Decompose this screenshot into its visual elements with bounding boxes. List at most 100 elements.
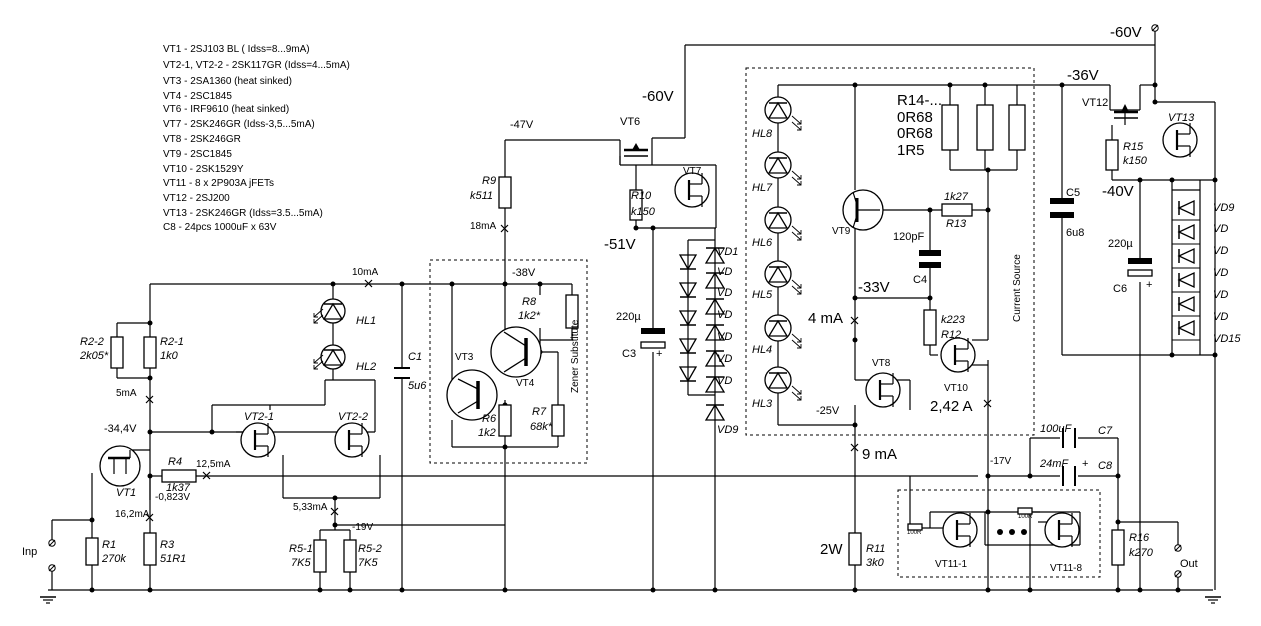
r2-1-resistor [143,336,157,369]
part-ref: VT2-1 [244,411,274,423]
part-value: 68k* [530,421,553,433]
zener-substitute-label: Zener Substitute [570,319,581,393]
part-value: 100R [1018,514,1033,520]
leds [313,96,802,401]
legend-line: VT12 - 2SJ200 [163,193,230,204]
part-ref: C4 [913,274,927,286]
part-ref: HL6 [752,237,773,249]
r15-resistor [1105,139,1119,171]
hl2-led [313,344,346,370]
hl1-led [313,298,346,324]
part-value: 1R5 [897,142,925,159]
current-label: 9 mA [862,446,897,463]
current-markers [145,224,992,522]
c3-plate [641,328,665,334]
r10-resistor [629,189,643,221]
r8-resistor [565,294,579,329]
legend-line: VT3 - 2SA1360 (heat sinked) [163,76,292,87]
part-ref: VD [717,266,732,278]
vt7-jfet [673,171,711,209]
diodes [679,200,1200,421]
r14-resistor-1 [941,104,959,151]
part-ref: VT11-8 [1050,563,1082,574]
part-value: 24mF [1039,458,1069,470]
rail-label: -0,823V [155,492,190,503]
part-ref: R12 [941,329,961,341]
part-ref: R5-1 [289,543,313,555]
labels: -60V -60V -47V -51V -38V -36V -40V -33V … [22,24,1241,574]
c5-plate [1050,198,1074,204]
part-ref: R2-1 [160,336,184,348]
rail-label: -25V [816,405,840,417]
current-label: 12,5mA [196,459,231,470]
part-ref: VT9 [832,226,851,237]
part-value: 1k0 [160,350,179,362]
part-value: k150 [631,206,656,218]
hl4-led [764,314,802,349]
part-ref: VT7 [683,166,702,177]
r5-1-resistor [313,539,327,573]
current-label: 5mA [116,388,137,399]
part-ref: R4 [168,456,182,468]
part-ref: VT10 [944,383,968,394]
polarity-mark: + [656,348,662,360]
part-ref: VD [1213,311,1228,323]
part-ref: R11 [866,543,885,555]
part-ref: VT12 [1082,97,1108,109]
part-ref: VD [717,375,732,387]
part-ref: R2-2 [80,336,104,348]
input-ground-terminal [48,564,56,572]
vt4-bjt [490,326,542,378]
r5-2-resistor [343,539,357,573]
part-ref: VT8 [872,358,891,369]
part-ref: R13 [946,218,967,230]
part-ref: R5-2 [358,543,382,555]
part-ref: R1 [102,539,116,551]
rail-label: -34,4V [104,423,137,435]
polarity-mark: + [1082,458,1088,470]
part-ref: VD9 [717,424,738,436]
hl5-led [764,260,802,295]
output-ground-terminal [1174,570,1182,578]
resistors [85,104,1125,573]
current-label: 5,33mA [293,502,328,513]
vt3-bjt [446,369,498,421]
vt11-array-box [897,489,1101,578]
input-label: Inp [22,546,37,558]
r4-resistor [161,469,197,483]
part-ref: R3 [160,539,175,551]
r6-resistor [498,404,512,437]
part-ref: R16 [1129,532,1150,544]
part-value: 7K5 [358,557,378,569]
current-source-label: Current Source [1012,254,1023,322]
r14-resistor-3 [1008,104,1026,151]
vt8-jfet [864,371,902,409]
c4-plate [919,250,941,256]
r14-resistor-2 [976,104,994,151]
part-ref: C1 [408,351,422,363]
legend-line: VT8 - 2SK246GR [163,134,241,145]
part-value: 1k2 [478,427,496,439]
part-ref: VD1 [717,246,738,258]
part-ref: HL1 [356,315,376,327]
part-ref: C8 [1098,460,1113,472]
legend-line: VT4 - 2SC1845 [163,91,232,102]
part-value: k150 [1123,155,1148,167]
part-value: 51R1 [160,553,186,565]
legend-line: VT1 - 2SJ103 BL ( Idss=8...9mA) [163,44,310,55]
legend-line: VT13 - 2SK246GR (Idss=3.5...5mA) [163,208,323,219]
r12-resistor [923,309,937,346]
part-value: 270k [101,553,126,565]
vt11-1-jfet [941,511,979,549]
part-power: 2W [820,541,843,558]
part-ref: VD [717,309,732,321]
part-ref: HL5 [752,289,773,301]
hl8-led [764,96,802,131]
legend-line: VT11 - 8 x 2P903A jFETs [163,178,274,189]
c4-plate [919,262,941,268]
part-ref: R10 [631,190,652,202]
part-ref: HL3 [752,398,773,410]
polarity-mark: + [1146,279,1152,291]
vt2-2-jfet [333,421,371,459]
